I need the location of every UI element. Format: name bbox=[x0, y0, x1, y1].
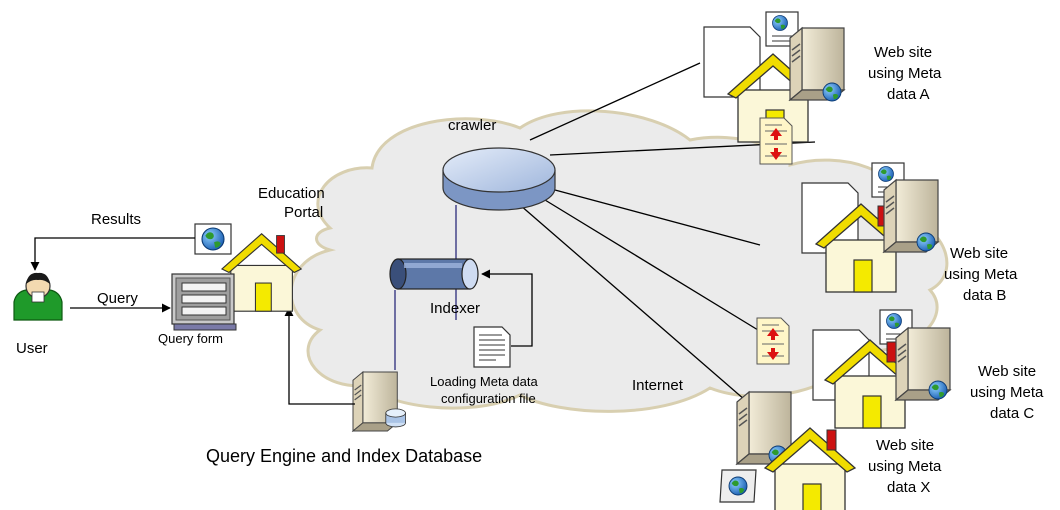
web-site-c: Web site using Meta data C bbox=[812, 309, 1044, 429]
site-c-line3: data C bbox=[990, 405, 1034, 422]
query-engine-label: Query Engine and Index Database bbox=[206, 446, 482, 466]
site-x-line2: using Meta bbox=[868, 458, 942, 475]
portal-label-line1: Education bbox=[258, 185, 325, 202]
config-to-indexer-arrow bbox=[481, 269, 533, 347]
site-c-line2: using Meta bbox=[970, 384, 1044, 401]
user-label: User bbox=[16, 340, 48, 357]
config-file-label-line2: configuration file bbox=[441, 391, 536, 406]
document-icon bbox=[765, 11, 799, 47]
site-b-line2: using Meta bbox=[944, 266, 1018, 283]
results-label: Results bbox=[91, 211, 141, 228]
portal-label-line2: Portal bbox=[284, 204, 323, 221]
query-form-label: Query form bbox=[158, 331, 223, 346]
crawler-label: crawler bbox=[448, 117, 496, 134]
site-a-line3: data A bbox=[887, 86, 930, 103]
user-icon bbox=[13, 272, 63, 321]
transfer-document-icon bbox=[759, 117, 793, 165]
globe-icon bbox=[194, 223, 232, 255]
site-x-line1: Web site bbox=[876, 437, 934, 454]
globe-icon bbox=[719, 469, 757, 503]
query-label: Query bbox=[97, 290, 138, 307]
config-file-label-line1: Loading Meta data bbox=[430, 374, 538, 389]
site-b-line1: Web site bbox=[950, 245, 1008, 262]
site-a-line2: using Meta bbox=[868, 65, 942, 82]
site-c-line1: Web site bbox=[978, 363, 1036, 380]
internet-label: Internet bbox=[632, 377, 684, 394]
query-form-icon bbox=[171, 273, 237, 331]
site-x-line3: data X bbox=[887, 479, 930, 496]
results-arrow bbox=[30, 237, 195, 271]
transfer-document-icon bbox=[756, 317, 790, 365]
web-site-a: Web site using Meta data A bbox=[703, 11, 942, 143]
site-a-line1: Web site bbox=[874, 44, 932, 61]
document-icon bbox=[473, 326, 511, 368]
server-icon bbox=[352, 371, 406, 432]
indexer-cylinder-icon bbox=[389, 258, 479, 290]
web-site-x: Web site using Meta data X bbox=[719, 391, 942, 510]
web-site-b: Web site using Meta data B bbox=[801, 162, 1018, 304]
crawler-disk-icon bbox=[442, 147, 556, 211]
engine-portal-arrow bbox=[284, 307, 355, 405]
indexer-label: Indexer bbox=[430, 300, 480, 317]
site-b-line3: data B bbox=[963, 287, 1006, 304]
